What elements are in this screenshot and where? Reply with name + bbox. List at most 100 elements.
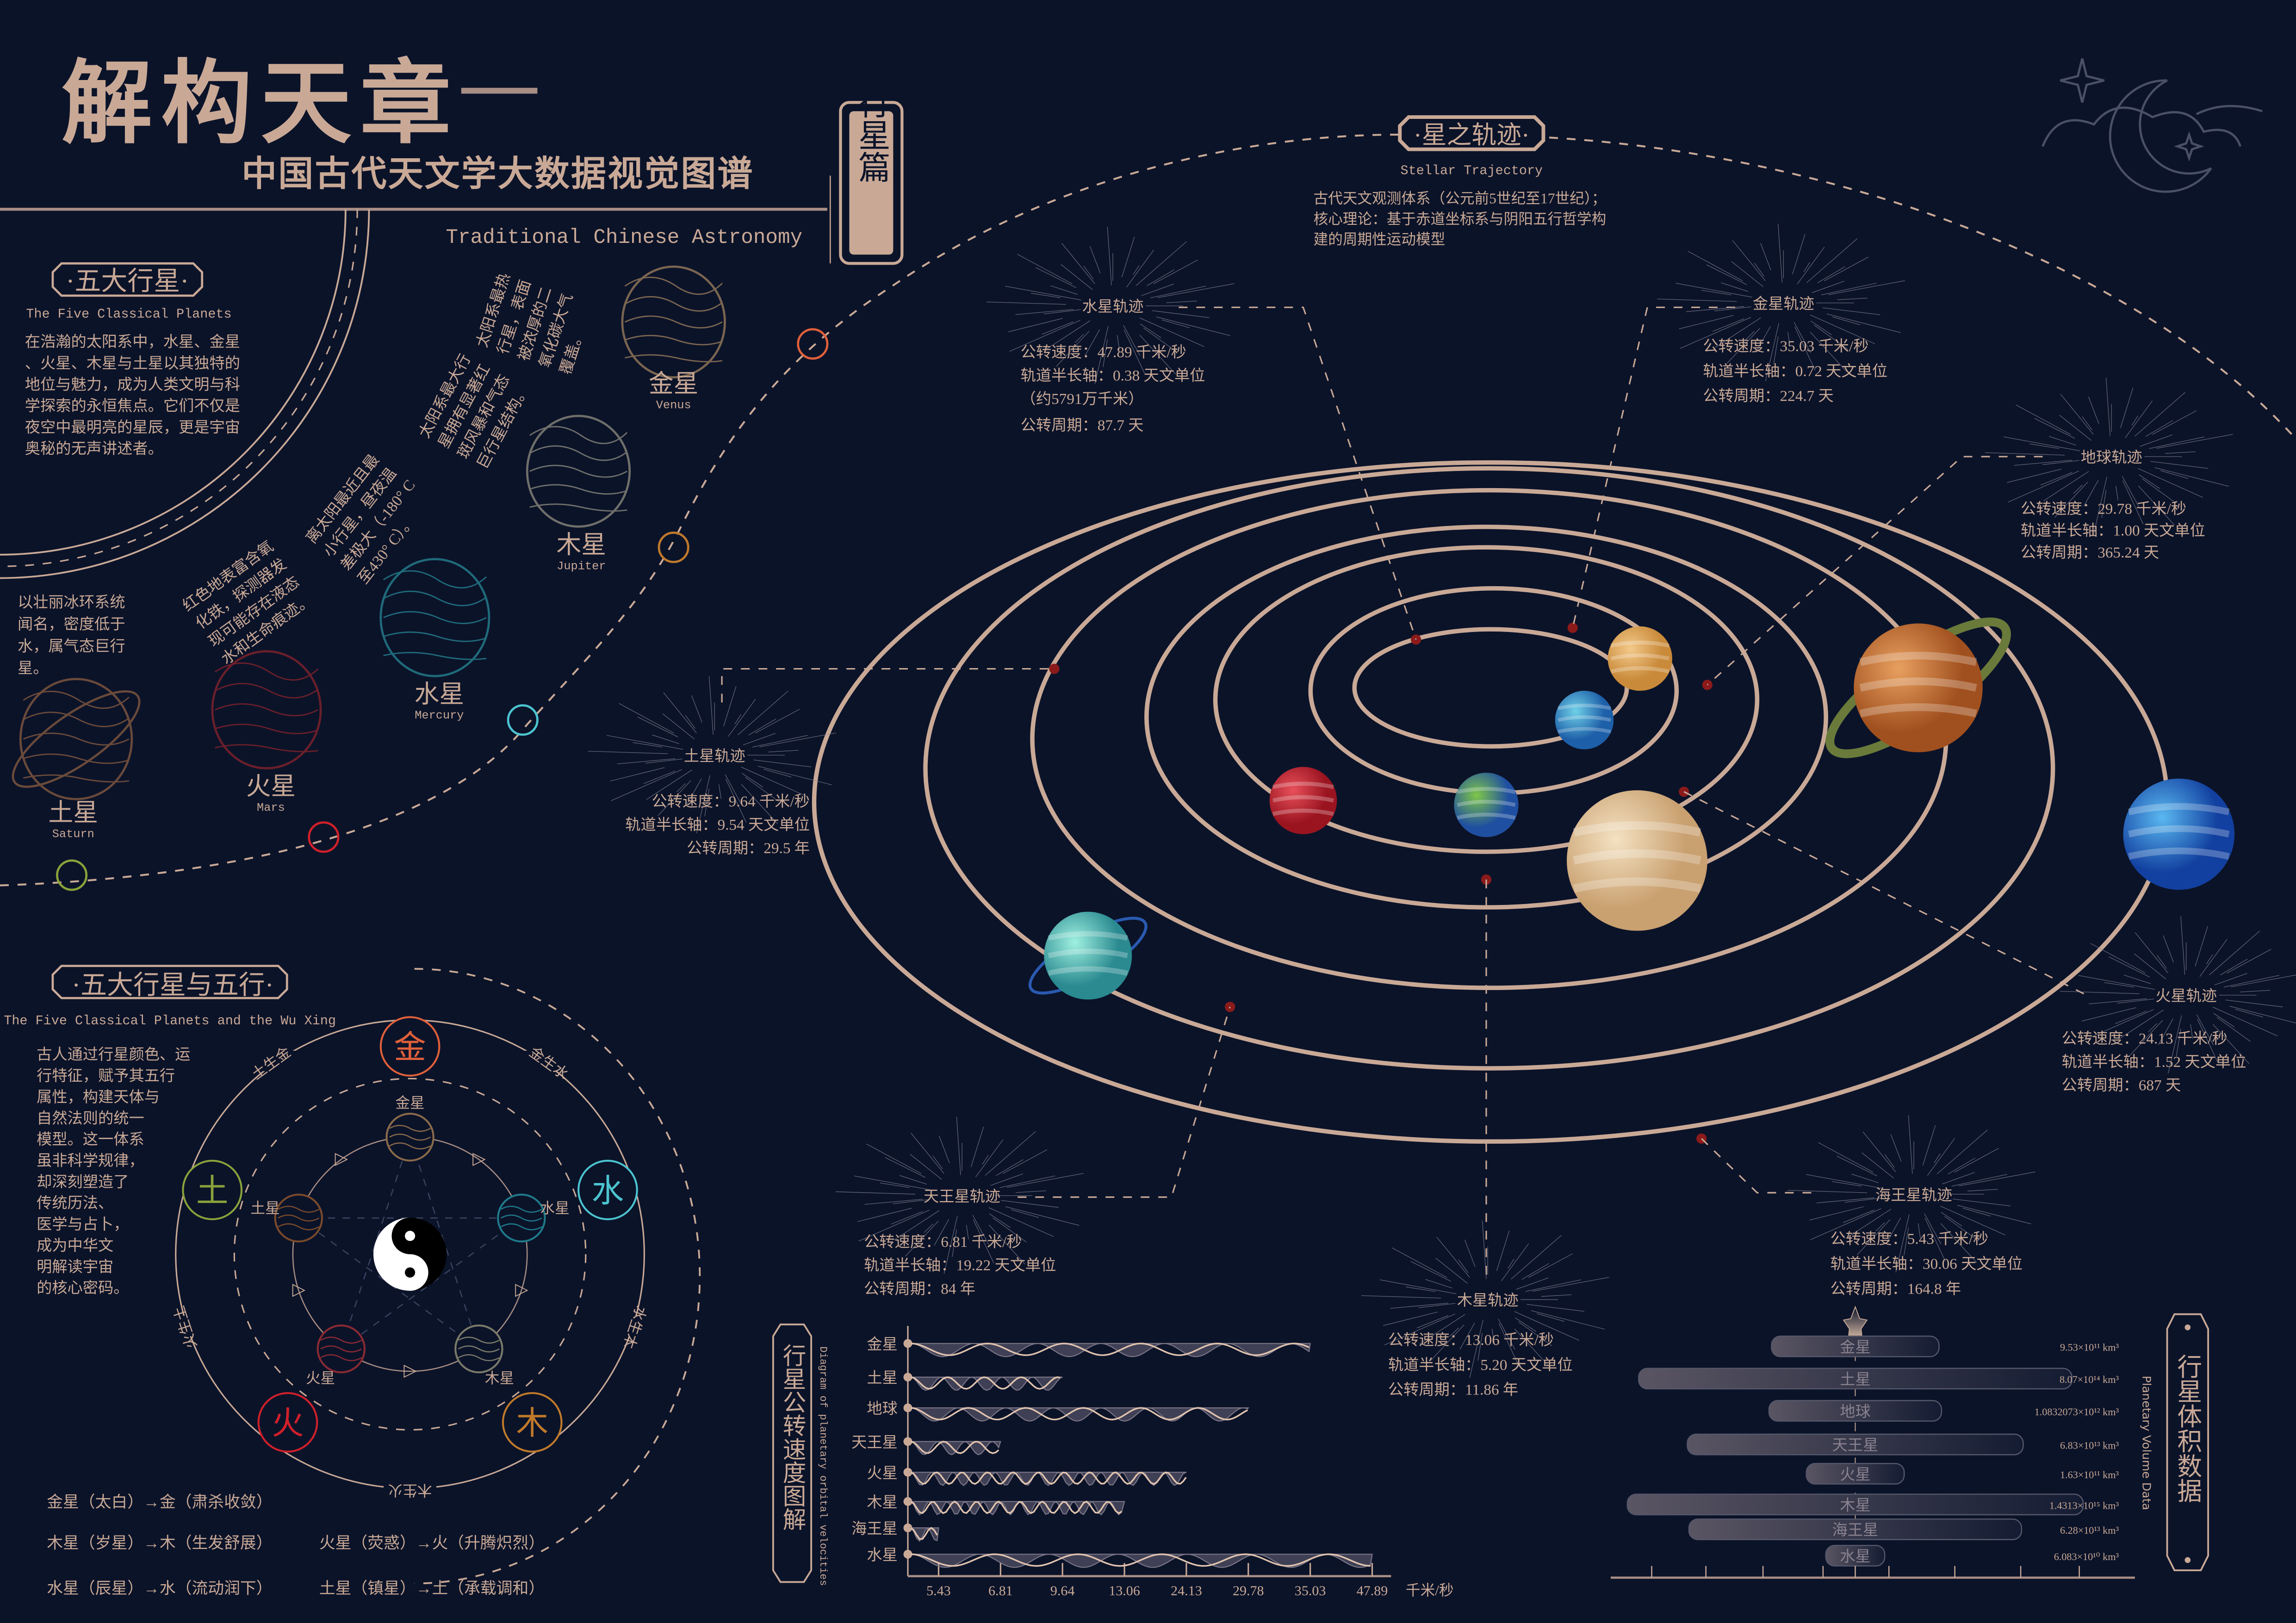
row-dot	[903, 1403, 912, 1412]
orbit-marker	[1567, 622, 1578, 633]
trajectory-title: ·星之轨迹·	[1414, 121, 1530, 149]
orbit-info-line: 公转周期：84 年	[864, 1280, 975, 1297]
element-badge: 火	[257, 1392, 318, 1453]
orbit-info-line: 公转周期：29.5 年	[687, 840, 810, 857]
intro-line: 模型。这一体系	[37, 1131, 144, 1148]
arrow-icon	[403, 1364, 417, 1378]
volume-bar	[1806, 1462, 1905, 1485]
marker-ring	[56, 859, 88, 891]
marker-ring	[308, 821, 340, 853]
mapping-metal: 金星（太白）→金（肃杀收敛）	[47, 1493, 272, 1511]
trajectory-subtitle: Stellar Trajectory	[1401, 163, 1543, 178]
intro-line: 属性，构建天体与	[37, 1089, 160, 1106]
arrow-icon	[472, 1152, 486, 1166]
intro-line: 行特征，赋予其五行	[37, 1067, 175, 1084]
intro-line: 传统历法、	[37, 1195, 113, 1212]
volume-bar	[1638, 1368, 2073, 1390]
trajectory-title-box: ·星之轨迹·	[1398, 115, 1545, 151]
subtitle: 中国古代天文学大数据视觉图谱	[242, 155, 754, 194]
intro-line: 古人通过行星颜色、运	[37, 1046, 190, 1063]
orbit-info-line: 公转速度：29.78 千米/秒	[2021, 500, 2186, 517]
element-planet-label: 水星	[540, 1200, 569, 1216]
element-planet-label: 土星	[250, 1200, 279, 1216]
element-badge: 木	[502, 1392, 563, 1453]
orbit-info-line: 轨道半长轴：30.06 天文单位	[1831, 1256, 2023, 1273]
velocity-wave-fill	[910, 1376, 1063, 1391]
volume-bar	[1771, 1335, 1940, 1357]
planet-name: 木星	[557, 531, 607, 559]
orbit-ring	[1030, 488, 1948, 990]
generation-relation-label: 木生火	[388, 1482, 432, 1499]
orbit-info-title: 土星轨迹	[684, 748, 745, 765]
velocity-wave	[911, 1407, 1248, 1421]
element-badge: 金	[379, 1016, 441, 1077]
volume-value-label: 6.28×10¹³ km³	[2060, 1524, 2119, 1536]
five-planets-section: ·五大行星· The Five Classical Planets 在浩瀚的太阳…	[0, 133, 2296, 891]
orbit-ring	[1213, 545, 1760, 854]
orbit-info-line: 公转速度：9.64 千米/秒	[652, 793, 809, 810]
x-tick-label: 6.81	[988, 1583, 1013, 1598]
wuxing-section: ·五大行星与五行· The Five Classical Planets and…	[4, 965, 701, 1598]
orbit-info-line: 公转周期：365.24 天	[2021, 544, 2159, 561]
intro-line: 学探索的永恒焦点。它们不仅是	[25, 397, 240, 415]
velocity-title-box: 行星公转速度图解	[772, 1323, 813, 1583]
intro-line: 在浩瀚的太阳系中，水星、金星	[25, 334, 240, 351]
volume-subtitle: Planetary Volume Data	[2140, 1375, 2153, 1510]
element-planet-label: 火星	[306, 1370, 335, 1387]
yin-yang-icon	[373, 1217, 447, 1291]
mapping-earth: 土星（镇星）→土（承载调和）	[319, 1580, 545, 1598]
orbit-info-title: 金星轨迹	[1753, 295, 1814, 312]
velocity-wave	[910, 1376, 1061, 1390]
row-dot	[903, 1339, 912, 1348]
planet-mercury	[1555, 691, 1614, 750]
category-label: 天王星	[851, 1434, 898, 1451]
five-planets-title: ·五大行星·	[66, 266, 189, 296]
volume-bar	[1688, 1518, 2023, 1540]
planet-name: 土星	[48, 799, 98, 827]
volume-value-label: 6.083×10¹⁰ km³	[2054, 1551, 2119, 1562]
orbit-info-line: 公转速度：13.06 千米/秒	[1388, 1332, 1554, 1349]
velocity-wave	[910, 1500, 1122, 1514]
wuxing-intro: 古人通过行星颜色、运行特征，赋予其五行属性，构建天体与自然法则的统一模型。这一体…	[37, 1046, 190, 1297]
intro-line: 奥秘的无声讲述者。	[25, 440, 163, 458]
burst-decoration	[2060, 916, 2296, 1074]
title-dash	[461, 87, 538, 94]
annotation-line: 闻名，密度低于	[18, 616, 125, 633]
x-tick-label: 13.06	[1109, 1583, 1140, 1598]
category-label: 土星	[867, 1369, 897, 1387]
planet-venus	[1607, 626, 1672, 691]
ring-icon	[12, 690, 141, 788]
orbit-info-line: 公转速度：47.89 千米/秒	[1021, 344, 1186, 361]
velocity-wave-fill	[911, 1554, 1373, 1568]
planet-icon	[526, 415, 631, 528]
velocity-chart: 行星公转速度图解 Diagram of planetary orbital ve…	[772, 1323, 1454, 1598]
orbit-info-title: 火星轨迹	[2155, 988, 2217, 1005]
intro-line: 地位与魅力，成为人类文明与科	[25, 376, 240, 393]
planet-icon	[19, 678, 133, 800]
section-tag-text: 行星篇	[853, 87, 890, 183]
volume-category-label: 金星	[1840, 1339, 1870, 1356]
wuxing-title: ·五大行星与五行·	[72, 971, 274, 1000]
x-tick-label: 9.64	[1050, 1583, 1075, 1598]
x-tick-label: 29.78	[1233, 1583, 1264, 1598]
header: 解构天章 中国古代天文学大数据视觉图谱 Traditional Chinese …	[0, 54, 904, 265]
planet-english-name: Saturn	[52, 827, 94, 841]
volume-category-label: 土星	[1840, 1371, 1870, 1388]
orbit-info-line: 公转速度：5.43 千米/秒	[1831, 1231, 1988, 1248]
velocity-wave-fill	[911, 1343, 1311, 1357]
planet-english-name: Mars	[257, 801, 285, 814]
intro-line: 成为中华文	[37, 1237, 113, 1254]
mapping-fire: 火星（荧惑）→火（升腾炽烈）	[319, 1534, 545, 1552]
orbit-info-title: 水星轨迹	[1082, 298, 1144, 316]
orbit-info-line: （约5791万千米）	[1021, 390, 1144, 408]
orbit-info-line: 轨道半长轴：1.52 天文单位	[2062, 1053, 2246, 1071]
